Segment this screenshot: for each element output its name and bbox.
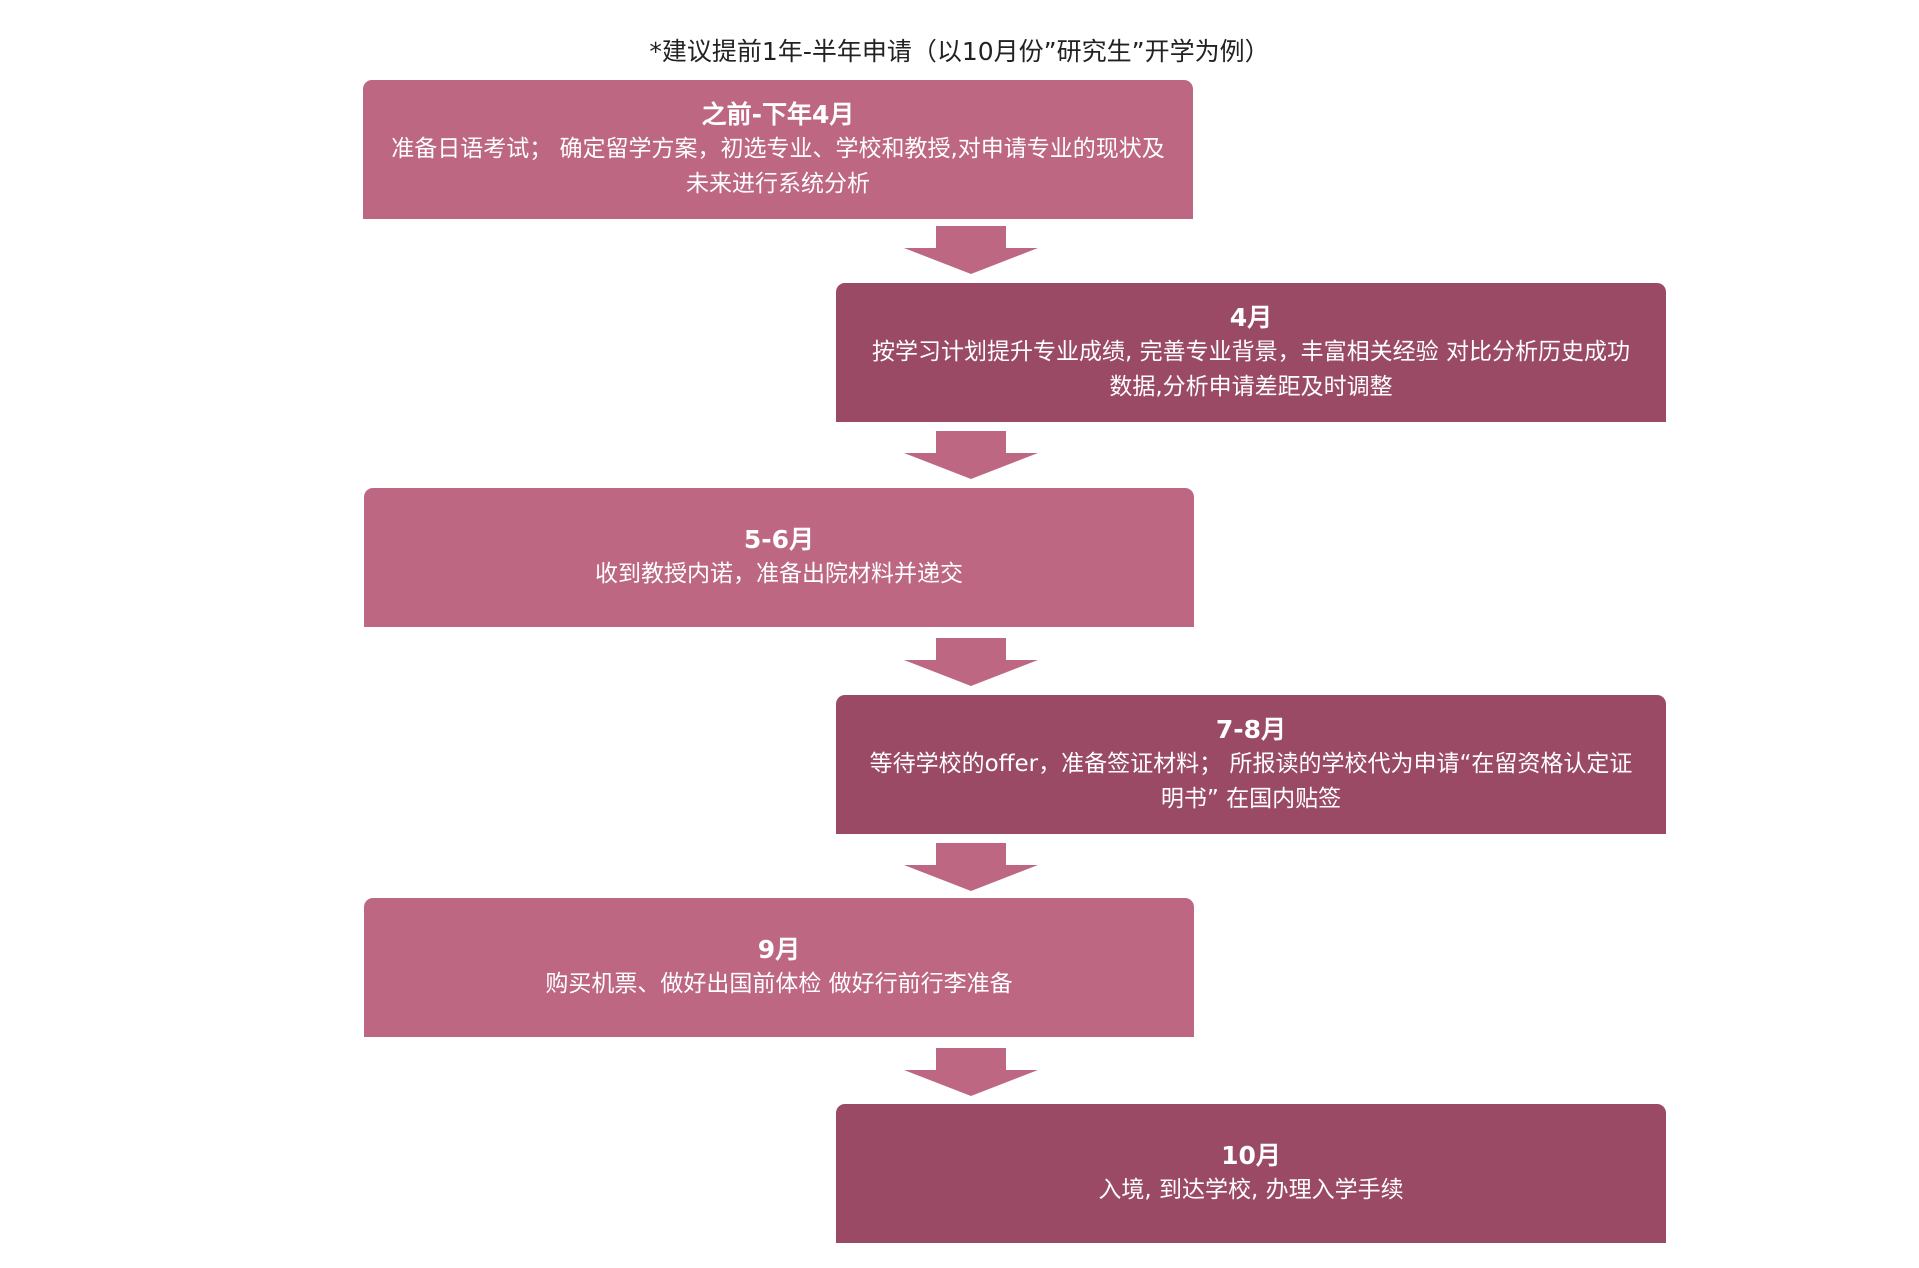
step-1-title: 之前-下年4月 (701, 99, 855, 129)
arrow-down-icon (904, 1048, 1038, 1096)
step-5-title: 9月 (757, 935, 801, 964)
step-5-body: 购买机票、做好出国前体检 做好行前行李准备 (545, 971, 1013, 997)
step-1-box: 之前-下年4月 准备日语考试； 确定留学方案，初选专业、学校和教授,对申请专业的… (363, 80, 1193, 219)
step-6-body: 入境, 到达学校, 办理入学手续 (1098, 1177, 1404, 1203)
arrow-down-icon (904, 226, 1038, 274)
page-title: *建议提前1年-半年申请（以10月份”研究生”开学为例） (649, 37, 1270, 66)
arrow-down-icon (904, 431, 1038, 479)
step-1-body: 准备日语考试； 确定留学方案，初选专业、学校和教授,对申请专业的现状及未来进行系… (391, 135, 1165, 197)
step-4-body: 等待学校的offer，准备签证材料； 所报读的学校代为申请“在留资格认定证明书”… (869, 750, 1633, 812)
step-4-title: 7-8月 (1215, 714, 1287, 744)
arrow-down-icon (904, 843, 1038, 891)
arrow-down-icon (904, 638, 1038, 686)
step-3-title: 5-6月 (743, 525, 815, 554)
step-2-title: 4月 (1229, 302, 1273, 332)
step-5-box: 9月 购买机票、做好出国前体检 做好行前行李准备 (364, 898, 1194, 1037)
step-6-box: 10月 入境, 到达学校, 办理入学手续 (836, 1104, 1666, 1243)
step-6-title: 10月 (1221, 1141, 1281, 1170)
step-2-body: 按学习计划提升专业成绩, 完善专业背景，丰富相关经验 对比分析历史成功数据,分析… (872, 338, 1630, 400)
step-3-box: 5-6月 收到教授内诺，准备出院材料并递交 (364, 488, 1194, 627)
step-4-box: 7-8月 等待学校的offer，准备签证材料； 所报读的学校代为申请“在留资格认… (836, 695, 1666, 834)
step-3-body: 收到教授内诺，准备出院材料并递交 (595, 561, 963, 587)
step-2-box: 4月 按学习计划提升专业成绩, 完善专业背景，丰富相关经验 对比分析历史成功数据… (836, 283, 1666, 422)
